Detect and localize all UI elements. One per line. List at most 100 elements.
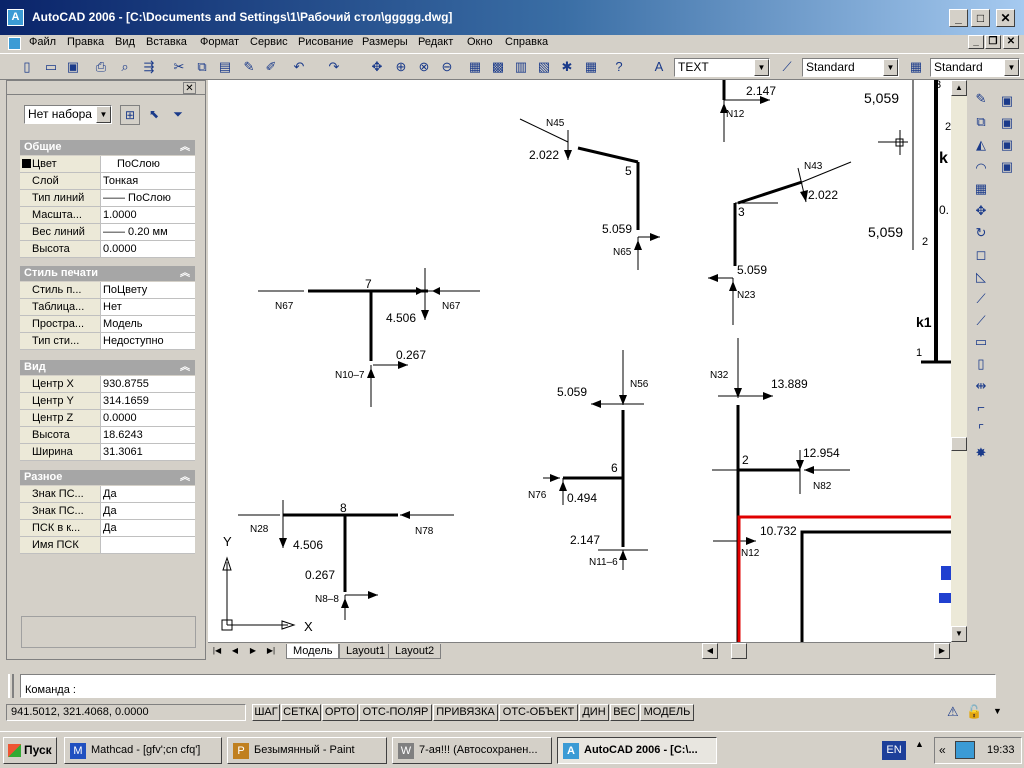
property-value[interactable]: Да: [103, 522, 117, 534]
property-row[interactable]: Простра...Модель: [20, 316, 195, 333]
rotate-icon[interactable]: ↻: [975, 225, 987, 240]
command-grip[interactable]: [8, 674, 14, 698]
dyn-toggle[interactable]: ДИН: [579, 704, 609, 721]
next-tab-icon[interactable]: ▶: [249, 646, 257, 655]
vscroll-thumb[interactable]: [951, 437, 967, 451]
model-toggle[interactable]: МОДЕЛЬ: [640, 704, 694, 721]
grid-toggle[interactable]: СЕТКА: [281, 704, 321, 721]
tray-expand-icon[interactable]: «: [939, 743, 946, 757]
language-indicator[interactable]: EN: [882, 741, 906, 760]
property-row[interactable]: Таблица...Нет: [20, 299, 195, 316]
paste-icon[interactable]: ▤: [218, 59, 232, 74]
property-value[interactable]: 31.3061: [103, 446, 143, 458]
coordinates-display[interactable]: 941.5012, 321.4068, 0.0000: [6, 704, 246, 721]
property-value[interactable]: Да: [103, 488, 117, 500]
select-objects-icon[interactable]: ⬉: [148, 107, 160, 121]
otrack-toggle[interactable]: ОТС-ОБЪЕКТ: [499, 704, 578, 721]
stretch-icon[interactable]: ◺: [976, 269, 986, 284]
property-row[interactable]: Имя ПСК: [20, 537, 195, 554]
draworder-icon[interactable]: ▣: [1000, 93, 1014, 108]
property-value[interactable]: —— 0.20 мм: [103, 226, 168, 238]
table-style-select[interactable]: Standard▼: [930, 58, 1020, 77]
design-center-icon[interactable]: ▩: [491, 59, 505, 74]
network-icon[interactable]: [955, 741, 975, 759]
hscroll-thumb[interactable]: [731, 643, 747, 659]
tab-model[interactable]: Модель: [286, 644, 340, 659]
snap-toggle[interactable]: ШАГ: [252, 704, 280, 721]
undo-icon[interactable]: ↶: [293, 59, 305, 74]
copy-icon[interactable]: ⧉: [197, 59, 207, 74]
zoom-window-icon[interactable]: ⊗: [418, 59, 430, 74]
drawing-canvas[interactable]: 2.147 N12 N45 2.022 5 N43 2.022 3 5,059 …: [208, 80, 951, 642]
matchprop-icon[interactable]: ✎: [243, 59, 255, 74]
last-tab-icon[interactable]: ▶|: [266, 646, 276, 655]
first-tab-icon[interactable]: |◀: [212, 646, 222, 655]
pan-icon[interactable]: ✥: [371, 59, 383, 74]
communication-icon[interactable]: ⚠: [947, 704, 959, 719]
mirror-icon[interactable]: ◭: [976, 137, 986, 152]
property-row[interactable]: Тип линий—— ПоСлою: [20, 190, 195, 207]
erase-icon[interactable]: ✎: [975, 91, 987, 106]
explode-icon[interactable]: ✸: [975, 445, 987, 460]
property-value[interactable]: 314.1659: [103, 395, 149, 407]
menu-edit[interactable]: Правка: [67, 36, 105, 48]
property-value[interactable]: —— ПоСлою: [103, 192, 171, 204]
property-row[interactable]: Вес линий—— 0.20 мм: [20, 224, 195, 241]
collapse-icon[interactable]: ︽: [180, 472, 190, 483]
task-scroll-icon[interactable]: ▲: [915, 739, 924, 749]
property-row[interactable]: Стиль п...ПоЦвету: [20, 282, 195, 299]
collapse-icon[interactable]: ︽: [180, 268, 190, 279]
chamfer-icon[interactable]: ⌐: [977, 400, 985, 415]
close-button[interactable]: ✕: [996, 9, 1015, 27]
selection-select[interactable]: Нет набора▼: [24, 105, 112, 124]
join-icon[interactable]: ⇹: [975, 378, 987, 393]
save-icon[interactable]: ▣: [66, 59, 80, 74]
collapse-icon[interactable]: ︽: [180, 362, 190, 373]
minimize-button[interactable]: _: [949, 9, 968, 27]
property-row[interactable]: Тип сти...Недоступно: [20, 333, 195, 350]
start-button[interactable]: Пуск: [3, 737, 57, 764]
lweight-toggle[interactable]: ВЕС: [610, 704, 639, 721]
sheet-set-icon[interactable]: ▧: [537, 59, 551, 74]
open-icon[interactable]: ▭: [44, 59, 58, 74]
bring-above-icon[interactable]: ▣: [1000, 137, 1014, 152]
doc-close-button[interactable]: ✕: [1003, 35, 1019, 49]
trim-icon[interactable]: ⟋: [976, 291, 986, 306]
scroll-left-icon[interactable]: ◀: [702, 643, 718, 659]
property-value[interactable]: 0.0000: [103, 243, 137, 255]
property-value[interactable]: Да: [103, 505, 117, 517]
menu-file[interactable]: Файл: [29, 36, 57, 48]
menu-insert[interactable]: Вставка: [146, 36, 187, 48]
pickadd-icon[interactable]: ⊞: [120, 105, 140, 125]
markup-icon[interactable]: ✱: [561, 59, 573, 74]
help-icon[interactable]: ?: [615, 59, 623, 74]
tab-layout2[interactable]: Layout2: [388, 644, 442, 659]
scroll-down-icon[interactable]: ▼: [951, 626, 967, 642]
ortho-toggle[interactable]: ОРТО: [322, 704, 358, 721]
palette-section-header[interactable]: Общие︽: [20, 140, 195, 155]
property-row[interactable]: Знак ПС...Да: [20, 503, 195, 520]
menu-help[interactable]: Справка: [505, 36, 549, 48]
quick-select-icon[interactable]: ⏷: [173, 107, 183, 121]
properties-icon[interactable]: ▦: [468, 59, 482, 74]
redo-icon[interactable]: ↷: [328, 59, 340, 74]
property-value[interactable]: 0.0000: [103, 412, 137, 424]
offset-icon[interactable]: ◠: [975, 160, 987, 175]
menu-draw[interactable]: Рисование: [298, 36, 354, 48]
palette-section-header[interactable]: Разное︽: [20, 470, 195, 485]
clock[interactable]: 19:33: [987, 744, 1015, 756]
scale-icon[interactable]: ◻: [975, 247, 987, 262]
property-value[interactable]: ПоСлою: [117, 158, 160, 170]
property-value[interactable]: Нет: [103, 301, 122, 313]
draworder-back-icon[interactable]: ▣: [1000, 115, 1014, 130]
